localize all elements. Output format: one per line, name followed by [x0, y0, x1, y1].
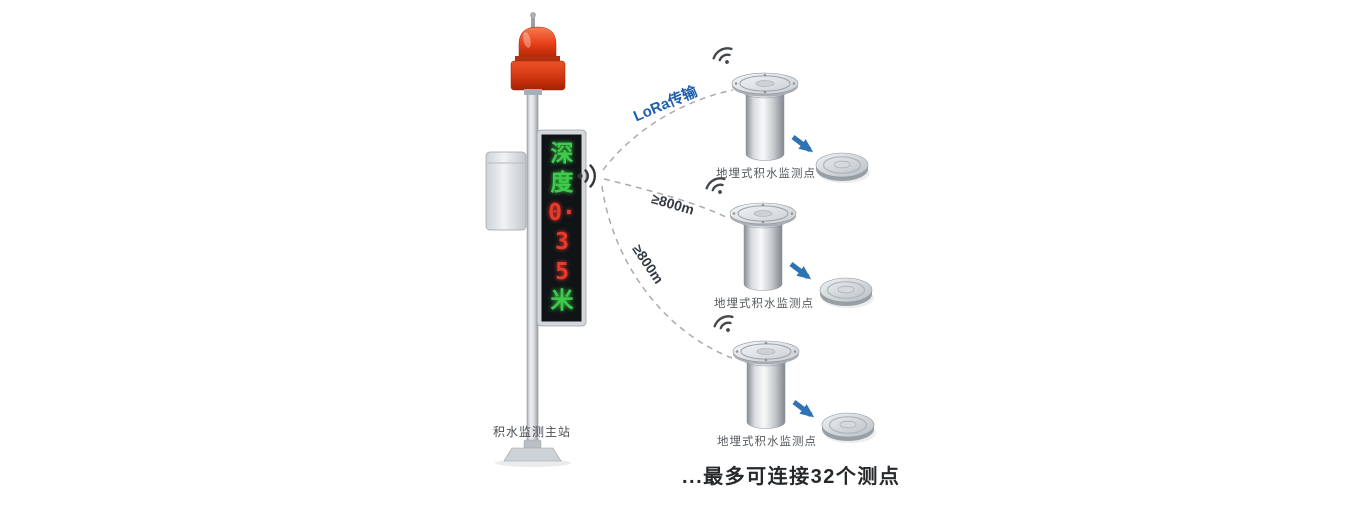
led-line: 3	[555, 229, 569, 256]
led-line: 5	[555, 258, 569, 285]
wifi-icon-3	[711, 312, 739, 338]
footer-note: ...最多可连接32个测点	[682, 466, 901, 488]
led-display	[536, 129, 587, 327]
road-disc-2	[819, 277, 875, 309]
road-disc-3	[821, 412, 877, 444]
led-line: 0·	[548, 199, 576, 226]
led-line: 米	[550, 288, 574, 315]
arrow-1	[791, 135, 814, 153]
control-box	[485, 151, 527, 231]
wifi-icon-1	[710, 44, 738, 70]
main-station-label: 积水监测主站	[493, 425, 572, 439]
sensor-label-2: 地埋式积水监测点	[714, 298, 814, 310]
station-pole	[495, 85, 571, 467]
arrow-3	[792, 400, 815, 418]
buried-sensor-3	[732, 340, 800, 429]
link-curve-2	[603, 178, 729, 219]
buried-sensor-2	[729, 202, 797, 291]
sensor-label-1: 地埋式积水监测点	[716, 168, 816, 180]
sensor-label-3: 地埋式积水监测点	[717, 436, 817, 448]
lora-link-curves	[601, 89, 734, 359]
led-line: 深	[550, 140, 574, 167]
link-curve-1	[602, 89, 734, 171]
main-station	[485, 12, 596, 467]
buried-sensor-1	[731, 72, 799, 161]
link-curve-3	[601, 185, 733, 359]
station-signal-icon	[577, 164, 596, 188]
arrow-2	[789, 262, 812, 280]
led-line: 度	[550, 170, 574, 197]
alarm-beacon	[510, 12, 566, 95]
road-disc-1	[815, 152, 871, 184]
